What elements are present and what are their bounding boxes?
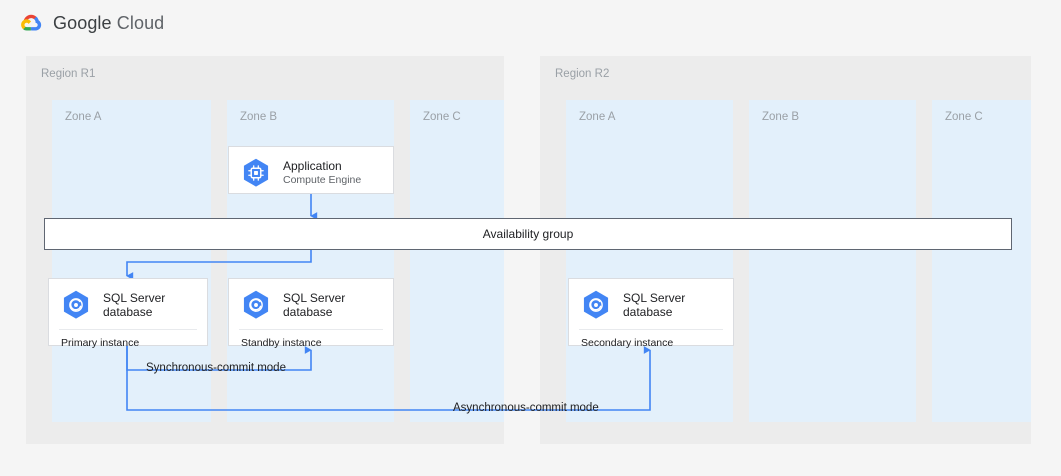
edge-label-synchronous-commit-mode: Synchronous-commit mode (146, 362, 286, 374)
brand-cloud: Cloud (116, 12, 165, 33)
compute-engine-icon (243, 158, 269, 187)
node-secondary-instance[interactable]: SQL Server database Secondary instance (568, 278, 734, 349)
region-r2-zone-b: Zone B (749, 100, 916, 422)
availability-group-label: Availability group (482, 227, 574, 241)
node-primary-instance[interactable]: SQL Server database Primary instance (48, 278, 208, 349)
zone-label: Zone A (65, 111, 102, 123)
node-divider (59, 329, 197, 330)
region-r1-zone-c: Zone C (410, 100, 504, 422)
region-r2-label: Region R2 (555, 68, 610, 80)
edge-label-asynchronous-commit-mode: Asynchronous-commit mode (453, 402, 599, 414)
zone-label: Zone C (423, 111, 461, 123)
node-title: Application (283, 159, 342, 174)
google-cloud-logo-icon (21, 14, 42, 31)
region-r1-label: Region R1 (41, 68, 96, 80)
brand-wordmark: Google Cloud (53, 13, 164, 34)
sql-server-database-icon (583, 290, 609, 319)
zone-label: Zone A (579, 111, 616, 123)
node-footer: Standby instance (241, 337, 322, 349)
node-divider (579, 329, 723, 330)
zone-label: Zone B (762, 111, 800, 123)
page-header: Google Cloud (0, 0, 1061, 46)
zone-label: Zone B (240, 111, 278, 123)
node-title: SQL Server database (103, 290, 166, 319)
architecture-diagram: Region R1 Zone A Zone B Zone C Region R2… (0, 46, 1061, 476)
node-standby-instance[interactable]: SQL Server database Standby instance (228, 278, 394, 349)
zone-label: Zone C (945, 111, 983, 123)
node-title: SQL Server database (283, 290, 346, 319)
node-divider (239, 329, 383, 330)
region-r2-zone-c: Zone C (932, 100, 1031, 422)
availability-group-bar: Availability group (44, 218, 1012, 250)
sql-server-database-icon (243, 290, 269, 319)
node-title: SQL Server database (623, 290, 686, 319)
node-subtitle: Compute Engine (283, 174, 362, 187)
brand-google: Google (53, 12, 112, 33)
region-r2-zone-a: Zone A (566, 100, 733, 422)
sql-server-database-icon (63, 290, 89, 319)
node-footer: Primary instance (61, 337, 140, 349)
node-application[interactable]: Application Compute Engine (228, 146, 394, 194)
node-footer: Secondary instance (581, 337, 674, 349)
